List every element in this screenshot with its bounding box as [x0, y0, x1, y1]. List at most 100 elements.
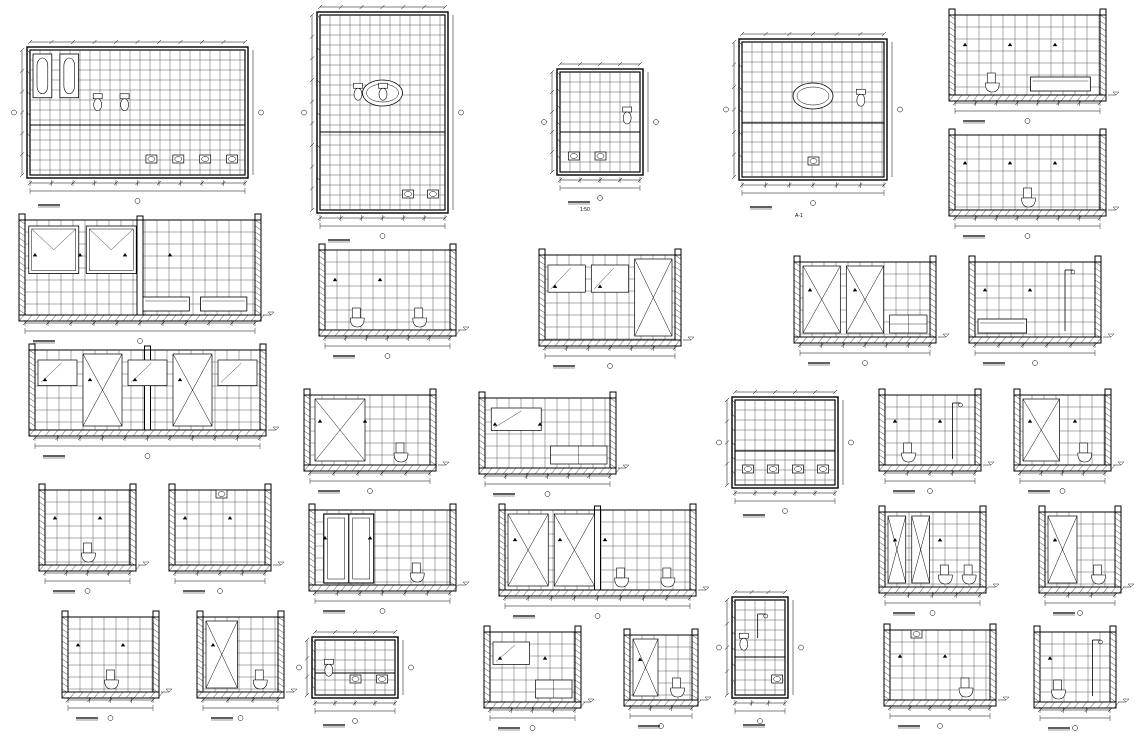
drawing-elev-r4-d	[498, 503, 710, 619]
toilet-fixture	[119, 93, 130, 112]
toilet-fixture	[614, 567, 629, 588]
door-fixture	[634, 258, 673, 337]
drawing-elev-r5-d	[623, 628, 712, 729]
sink-fixture	[376, 674, 389, 684]
mirror-fixture	[590, 264, 630, 293]
bathtub-fixture	[200, 296, 248, 312]
sink-fixture	[145, 154, 158, 164]
drawing-elev-r5-e	[883, 623, 1010, 729]
toilet-fixture	[1051, 679, 1066, 700]
sink-fixture	[792, 464, 804, 474]
toilet-fixture	[378, 82, 388, 101]
drawing-elev-r3-c	[478, 391, 630, 497]
drawing-plan-double-vanity-bath	[11, 39, 264, 208]
toilet-fixture	[81, 542, 96, 563]
drawing-elev-r5-c	[483, 625, 595, 731]
sliding-door-fixture	[323, 513, 375, 584]
sink-fixture	[199, 154, 212, 164]
oval-tub-fixture	[792, 82, 834, 110]
sink-fixture	[767, 464, 779, 474]
toilet-fixture	[739, 632, 749, 651]
door-fixture	[802, 265, 841, 334]
toilet-fixture	[958, 677, 974, 698]
bathtub-fixture	[1030, 76, 1091, 92]
toilet-fixture	[984, 72, 1000, 93]
drawing-elev-r4-f	[1038, 505, 1135, 616]
drawing-plan-master-bath-oval-tub	[723, 31, 903, 210]
door-fixture	[911, 515, 930, 584]
drawing-elev-r2-e	[968, 255, 1115, 366]
drawing-elev-r5-b	[196, 610, 298, 721]
sink-fixture	[910, 629, 923, 639]
toilet-fixture	[104, 669, 119, 690]
toilet-fixture	[901, 442, 916, 463]
toilet-fixture	[393, 442, 409, 463]
drawing-plan-tall-narrow-bath	[716, 589, 804, 728]
door-fixture	[1022, 398, 1060, 462]
door-fixture	[314, 398, 366, 462]
drawing-elev-r4-e	[878, 505, 1000, 616]
shower-fixture	[1064, 269, 1076, 331]
drawing-elev-r1-a	[948, 8, 1120, 124]
mirror-fixture	[127, 359, 168, 386]
vanity-fixture	[550, 445, 608, 465]
sink-fixture	[226, 154, 238, 164]
shower-fixture	[952, 402, 963, 459]
drawing-elev-r4-a	[38, 483, 150, 594]
vanity-fixture	[889, 314, 928, 334]
window-fixture	[85, 225, 137, 274]
door-fixture	[1047, 515, 1078, 584]
sink-fixture	[817, 464, 829, 474]
drawing-elev-r3-b	[303, 388, 450, 494]
sink-fixture	[742, 464, 754, 474]
shower-fixture	[757, 613, 768, 638]
sink-fixture	[427, 189, 439, 199]
sink-fixture	[807, 156, 820, 166]
sink-fixture	[215, 489, 228, 499]
vanity-fixture	[535, 679, 573, 699]
toilet-fixture	[409, 562, 425, 583]
door-fixture	[553, 513, 595, 587]
bathtub-fixture	[142, 296, 190, 312]
sink-fixture	[594, 151, 607, 161]
toilet-fixture	[324, 658, 334, 677]
mirror-fixture	[547, 264, 586, 293]
drawing-plan-twin-vanity	[716, 389, 854, 518]
toilet-fixture	[92, 93, 103, 112]
drawing-plan-small-bath	[541, 61, 659, 205]
drawing-elev-r3-a	[28, 343, 280, 459]
drawing-elev-r4-c	[308, 503, 470, 614]
mirror-fixture	[217, 359, 258, 386]
window-fixture	[28, 225, 80, 274]
drawing-elev-r2-d	[793, 255, 950, 366]
drawing-elev-r5-a	[61, 610, 173, 721]
drawing-plan-small-bath-2	[296, 629, 414, 728]
sink-fixture	[402, 189, 414, 199]
bathtub-fixture	[977, 318, 1027, 334]
mirror-fixture	[492, 641, 530, 665]
shower-fixture	[1092, 639, 1103, 696]
door-fixture	[82, 353, 123, 427]
toilet-fixture	[349, 307, 365, 328]
mirror-fixture	[37, 359, 78, 386]
sink-fixture	[567, 151, 580, 161]
drawing-elev-r2-b	[318, 243, 470, 359]
toilet-fixture	[1021, 187, 1036, 208]
toilet-fixture	[1091, 564, 1106, 585]
drawing-elev-r2-a	[18, 213, 275, 344]
door-fixture	[507, 513, 549, 587]
door-fixture	[205, 620, 238, 689]
toilet-fixture	[961, 564, 977, 585]
mirror-fixture	[490, 407, 542, 431]
drawing-plan-master-bath-tall	[301, 4, 464, 243]
toilet-fixture	[660, 567, 676, 588]
toilet-fixture	[412, 307, 428, 328]
sink-fixture	[349, 674, 362, 684]
drawing-elev-r2-c	[538, 248, 695, 369]
toilet-fixture	[353, 82, 363, 101]
bathtub-fixture	[32, 53, 53, 99]
toilet-fixture	[622, 106, 632, 125]
door-fixture	[172, 353, 213, 427]
drawing-elev-r1-b	[948, 128, 1120, 239]
